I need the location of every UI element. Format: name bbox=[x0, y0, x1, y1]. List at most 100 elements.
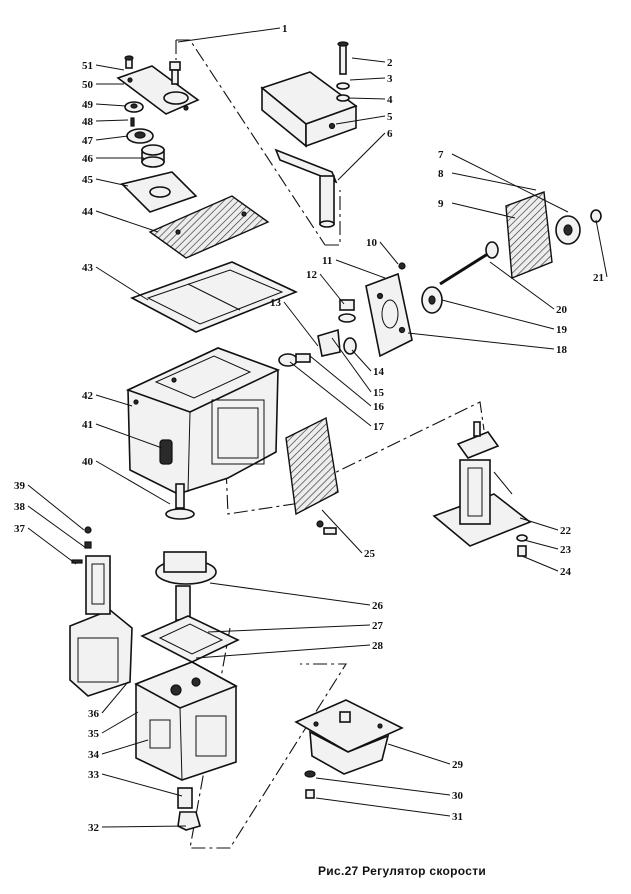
callout-43: 43 bbox=[82, 262, 149, 301]
callout-number: 46 bbox=[82, 153, 94, 165]
callout-number: 7 bbox=[438, 149, 444, 161]
bracket-36 bbox=[69, 555, 133, 697]
leader-line bbox=[177, 27, 281, 43]
leader-line bbox=[451, 172, 537, 191]
callout-number: 39 bbox=[14, 480, 26, 492]
callout-number: 24 bbox=[560, 566, 572, 578]
sight-window-41 bbox=[159, 439, 173, 465]
callout-20: 20 bbox=[489, 261, 568, 316]
leader-line bbox=[101, 681, 129, 714]
screw-23-24 bbox=[516, 534, 528, 557]
cone-15-14 bbox=[317, 328, 357, 357]
cover-plate-18 bbox=[365, 272, 413, 358]
callout-number: 28 bbox=[372, 640, 384, 652]
leader-line bbox=[289, 361, 372, 427]
leader-line bbox=[335, 115, 386, 125]
leader-line bbox=[101, 825, 187, 828]
gasket-27 bbox=[140, 615, 240, 663]
callout-number: 10 bbox=[366, 237, 378, 249]
callout-29: 29 bbox=[387, 743, 464, 771]
callout-number: 9 bbox=[438, 198, 444, 210]
leader-line bbox=[283, 301, 319, 347]
leader-line bbox=[207, 624, 371, 633]
callout-number: 29 bbox=[452, 759, 464, 771]
leader-line bbox=[321, 509, 363, 554]
callout-number: 26 bbox=[372, 600, 384, 612]
callout-36: 36 bbox=[88, 681, 129, 720]
leader-line bbox=[101, 711, 139, 734]
leader-line bbox=[95, 460, 171, 505]
plate-9 bbox=[505, 191, 553, 280]
callout-number: 22 bbox=[560, 525, 572, 537]
leader-line bbox=[519, 517, 559, 531]
callout-number: 33 bbox=[88, 769, 100, 781]
callout-number: 50 bbox=[82, 79, 94, 91]
leader-line bbox=[489, 261, 555, 310]
callout-22: 22 bbox=[519, 517, 572, 537]
callout-number: 49 bbox=[82, 99, 94, 111]
actuator-22 bbox=[432, 421, 532, 547]
leader-line bbox=[349, 77, 386, 81]
callout-5: 5 bbox=[335, 111, 393, 125]
callout-number: 30 bbox=[452, 790, 464, 802]
leader-line bbox=[523, 539, 559, 550]
callout-number: 20 bbox=[556, 304, 568, 316]
callout-number: 27 bbox=[372, 620, 384, 632]
leader-line bbox=[335, 259, 386, 279]
callout-1: 1 bbox=[177, 23, 288, 43]
leader-line bbox=[95, 423, 163, 449]
callout-30: 30 bbox=[315, 777, 464, 802]
callout-number: 1 bbox=[282, 23, 288, 35]
washer-16-17 bbox=[278, 353, 311, 367]
callout-number: 12 bbox=[306, 269, 318, 281]
callout-15: 15 bbox=[331, 337, 385, 399]
callout-42: 42 bbox=[82, 390, 133, 407]
flange-plate-45 bbox=[120, 171, 198, 213]
case-5 bbox=[260, 71, 358, 148]
bolt-2-washers-3-4 bbox=[336, 41, 350, 102]
leader-line bbox=[27, 505, 87, 549]
callout-32: 32 bbox=[88, 822, 187, 834]
leader-line bbox=[27, 484, 85, 531]
leader-line bbox=[95, 64, 125, 71]
leader-line bbox=[379, 241, 399, 265]
housing-34 bbox=[134, 661, 238, 781]
leader-line bbox=[95, 178, 129, 187]
callout-51: 51 bbox=[82, 60, 125, 72]
callout-35: 35 bbox=[88, 711, 139, 740]
leader-line bbox=[351, 57, 386, 63]
bolt-1 bbox=[169, 61, 181, 85]
callout-number: 37 bbox=[14, 523, 26, 535]
pin-48 bbox=[130, 117, 135, 127]
callout-40: 40 bbox=[82, 456, 171, 505]
callout-46: 46 bbox=[82, 153, 144, 165]
callout-number: 5 bbox=[387, 111, 393, 123]
callout-number: 43 bbox=[82, 262, 94, 274]
leader-line bbox=[95, 266, 149, 301]
callout-number: 41 bbox=[82, 419, 93, 431]
leader-line bbox=[521, 555, 559, 572]
leader-line bbox=[27, 527, 77, 565]
leader-line bbox=[95, 135, 129, 141]
callout-14: 14 bbox=[351, 349, 385, 378]
leader-line bbox=[95, 119, 129, 122]
callout-39: 39 bbox=[14, 480, 85, 531]
drive-unit-29 bbox=[294, 699, 404, 775]
callout-16: 16 bbox=[309, 355, 385, 413]
callout-number: 48 bbox=[82, 116, 94, 128]
governor-housing-42 bbox=[125, 347, 281, 495]
shaft-20 bbox=[439, 241, 499, 286]
callout-41: 41 bbox=[82, 419, 163, 449]
leader-line bbox=[407, 332, 555, 350]
figure-caption: Рис.27 Регулятор скорости bbox=[318, 864, 487, 878]
leader-line bbox=[595, 219, 608, 278]
callout-50: 50 bbox=[82, 79, 124, 91]
leader-line bbox=[319, 273, 345, 305]
leader-line bbox=[195, 644, 371, 659]
callout-33: 33 bbox=[88, 769, 183, 797]
callout-24: 24 bbox=[521, 555, 572, 578]
fitting-33-32 bbox=[177, 787, 201, 831]
callout-9: 9 bbox=[438, 198, 516, 219]
callout-45: 45 bbox=[82, 174, 129, 187]
